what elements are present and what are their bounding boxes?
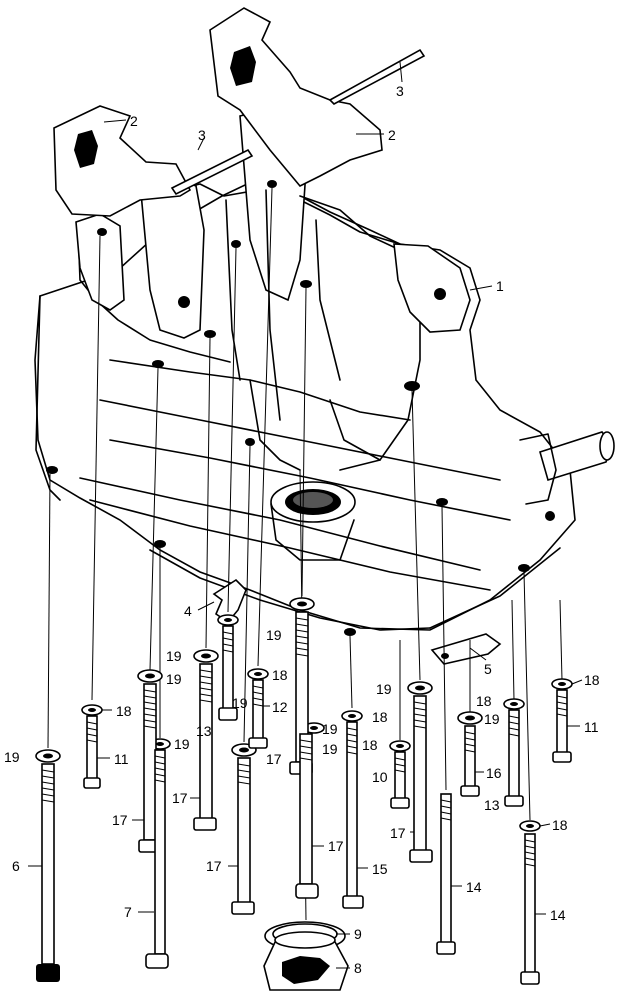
bolt — [145, 749, 169, 969]
callout-17: 17 — [266, 751, 282, 767]
washer — [217, 614, 239, 626]
callout-19: 19 — [266, 627, 282, 643]
bolt — [409, 695, 433, 863]
bolt — [552, 689, 572, 763]
washer — [247, 668, 269, 680]
callout-2: 2 — [130, 113, 138, 129]
callout-14: 14 — [550, 907, 566, 923]
callout-19: 19 — [166, 671, 182, 687]
callout-7: 7 — [124, 904, 132, 920]
bolt — [342, 721, 364, 909]
bolt — [289, 611, 313, 775]
bolt — [36, 763, 60, 982]
bolt — [193, 663, 217, 831]
callout-17: 17 — [112, 812, 128, 828]
bolts — [36, 611, 572, 985]
callout-10: 10 — [372, 769, 388, 785]
washer — [193, 649, 219, 663]
callout-4: 4 — [184, 603, 192, 619]
callout-6: 6 — [12, 858, 20, 874]
callout-18: 18 — [362, 737, 378, 753]
dowel-pin-upper — [328, 48, 426, 105]
callout-5: 5 — [484, 661, 492, 677]
callout-18: 18 — [552, 817, 568, 833]
bolt — [504, 709, 524, 807]
callout-18: 18 — [116, 703, 132, 719]
callout-3: 3 — [198, 127, 206, 143]
callout-19: 19 — [166, 648, 182, 664]
bolt — [295, 733, 319, 899]
callout-18: 18 — [272, 667, 288, 683]
washer — [389, 740, 411, 752]
callout-2: 2 — [388, 127, 396, 143]
callout-17: 17 — [390, 825, 406, 841]
callout-18: 18 — [476, 693, 492, 709]
callout-19: 19 — [232, 695, 248, 711]
callout-19: 19 — [484, 711, 500, 727]
callout-17: 17 — [328, 838, 344, 854]
callout-18: 18 — [372, 709, 388, 725]
callout-19: 19 — [322, 721, 338, 737]
callout-12: 12 — [272, 699, 288, 715]
washer — [519, 820, 541, 832]
bolt — [460, 725, 480, 797]
callout-19: 19 — [322, 741, 338, 757]
callout-19: 19 — [174, 736, 190, 752]
drain-cap — [263, 931, 349, 991]
callout-19: 19 — [4, 749, 20, 765]
washer — [341, 710, 363, 722]
callout-13: 13 — [196, 723, 212, 739]
callout-13: 13 — [484, 797, 500, 813]
washer — [81, 704, 103, 716]
washer — [35, 749, 61, 763]
bolt — [218, 625, 238, 721]
bolt — [390, 751, 410, 809]
callout-18: 18 — [584, 672, 600, 688]
callout-16: 16 — [486, 765, 502, 781]
washer — [303, 722, 325, 734]
washer — [457, 711, 483, 725]
bracket-right — [430, 633, 502, 665]
bolt — [436, 793, 456, 955]
callout-17: 17 — [172, 790, 188, 806]
callout-leaders — [28, 61, 583, 969]
callout-15: 15 — [372, 861, 388, 877]
callout-3: 3 — [396, 83, 404, 99]
callout-9: 9 — [354, 926, 362, 942]
bolt — [520, 833, 540, 985]
callout-labels: 1 2 2 3 3 4 5 6 7 8 9 10 11 11 12 13 13 … — [4, 83, 600, 976]
callout-11: 11 — [114, 751, 129, 767]
washer — [289, 597, 315, 611]
callout-8: 8 — [354, 960, 362, 976]
washer — [551, 678, 573, 690]
washer — [407, 681, 433, 695]
washer — [137, 669, 163, 683]
bolt — [83, 715, 101, 789]
bolt — [248, 679, 268, 749]
callout-19: 19 — [376, 681, 392, 697]
bolt — [231, 757, 255, 915]
callout-14: 14 — [466, 879, 482, 895]
leader-lines — [47, 187, 563, 921]
shield-plate-right — [209, 7, 383, 187]
callout-1: 1 — [496, 278, 504, 294]
washer — [503, 698, 525, 710]
shield-plate-left — [53, 105, 192, 217]
callout-11: 11 — [584, 719, 599, 735]
dowel-pin-lower — [170, 148, 254, 196]
callout-17: 17 — [206, 858, 222, 874]
